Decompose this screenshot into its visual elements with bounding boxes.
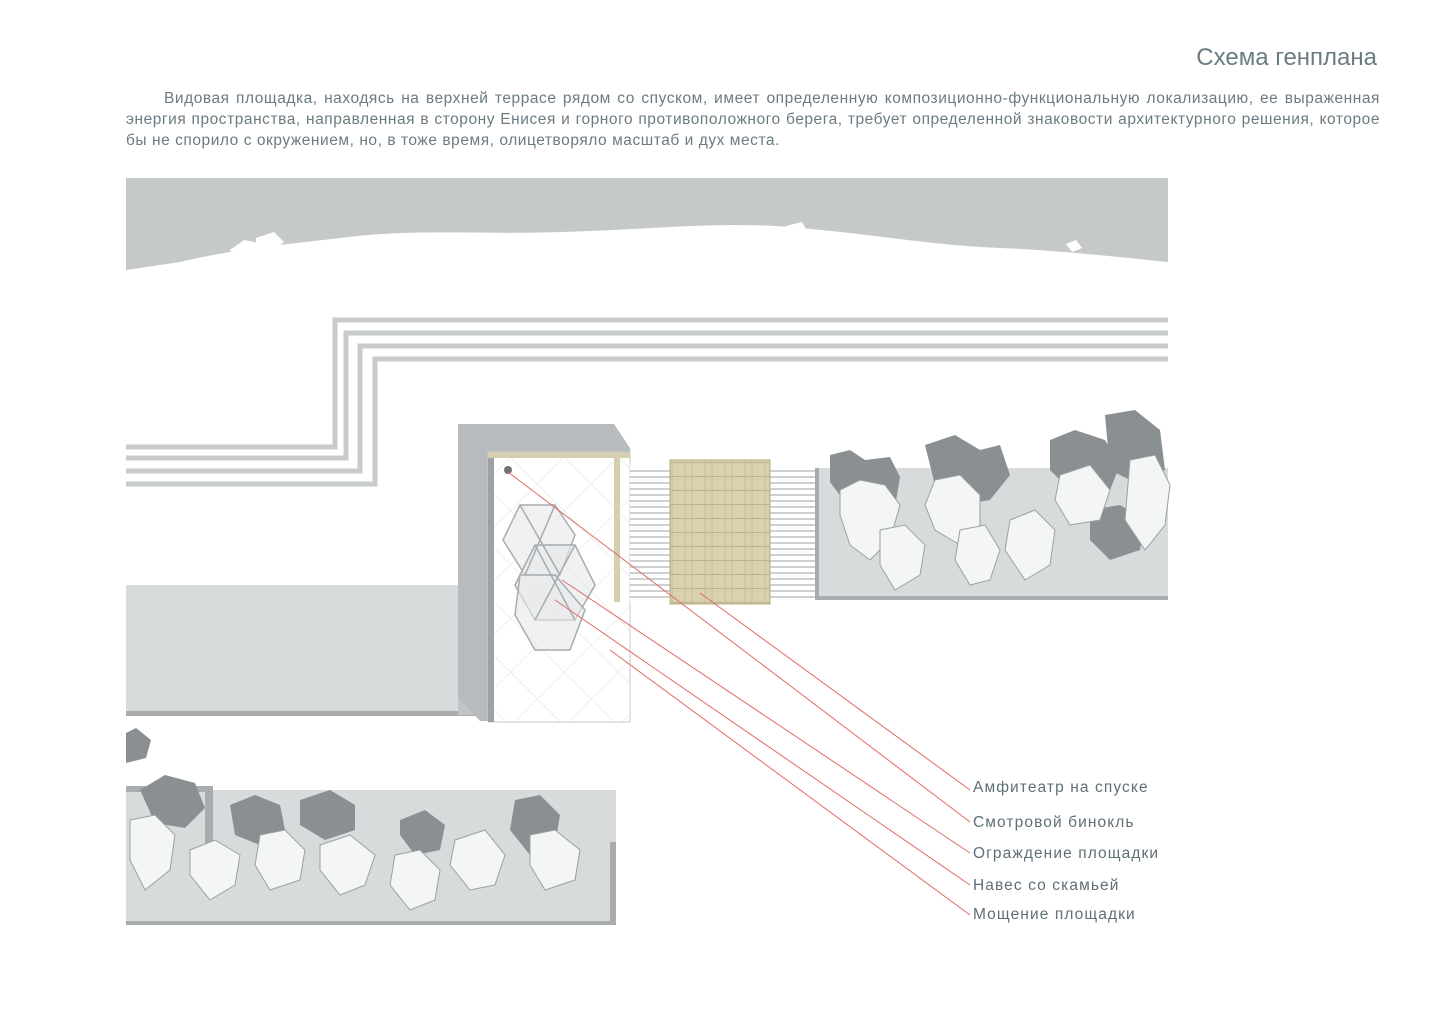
description-text: Видовая площадка, находясь на верхней те… — [126, 90, 1380, 149]
page-title: Схема генплана — [1196, 44, 1377, 71]
legend-paving: Мощение площадки — [973, 906, 1136, 923]
planter-right — [815, 410, 1171, 600]
legend-canopy-bench: Навес со скамьей — [973, 877, 1120, 894]
river-area — [126, 178, 1168, 270]
legend-amphitheatre: Амфитеатр на спуске — [973, 779, 1149, 796]
terrace-stripes — [126, 317, 1168, 487]
binocular-icon — [504, 466, 512, 474]
leader-lines — [507, 471, 971, 916]
planter-bottom — [126, 728, 616, 925]
viewing-platform — [458, 424, 631, 723]
walkway-left — [126, 585, 480, 716]
canopy-shapes — [502, 504, 596, 651]
amphitheatre-steps — [630, 459, 815, 605]
legend-fence: Ограждение площадки — [973, 845, 1160, 862]
legend-binocular: Смотровой бинокль — [973, 814, 1135, 831]
